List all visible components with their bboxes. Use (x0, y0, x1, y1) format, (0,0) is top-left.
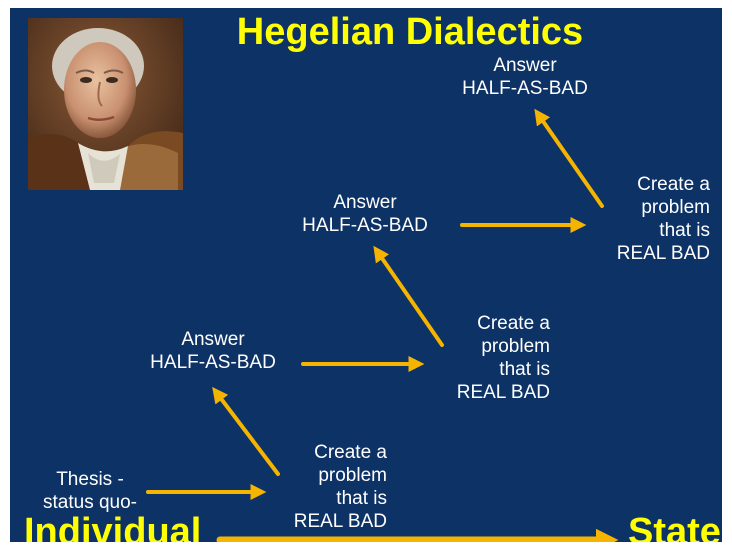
slide-title: Hegelian Dialectics (236, 11, 584, 53)
problem-1-line-3: that is (336, 488, 387, 509)
thesis-line-1: Thesis - (56, 469, 124, 490)
problem-1-line-2: problem (318, 465, 387, 486)
state-label: State (628, 511, 721, 542)
answer-3-line-2: HALF-AS-BAD (462, 78, 588, 99)
arrow-layer (146, 108, 619, 542)
answer-box-2: Answer HALF-AS-BAD (290, 191, 440, 237)
problem-box-1: Create a problem that is REAL BAD (272, 441, 387, 533)
problem-3-line-2: problem (641, 197, 710, 218)
problem-3-line-1: Create a (637, 174, 710, 195)
arrow-problem-3-to-answer-3 (534, 108, 604, 208)
answer-2-line-1: Answer (333, 192, 397, 213)
answer-box-3: Answer HALF-AS-BAD (450, 54, 600, 100)
answer-3-line-1: Answer (493, 55, 557, 76)
hegel-portrait-image (28, 18, 183, 190)
problem-3-line-4: REAL BAD (616, 243, 710, 264)
answer-box-1: Answer HALF-AS-BAD (138, 328, 288, 374)
individual-label: Individual (24, 511, 202, 542)
problem-2-line-4: REAL BAD (456, 382, 550, 403)
problem-2-line-2: problem (481, 336, 550, 357)
problem-2-line-3: that is (499, 359, 550, 380)
answer-1-line-1: Answer (181, 329, 245, 350)
thesis-line-2: status quo- (43, 492, 137, 513)
slide: Hegelian Dialectics (10, 8, 722, 542)
problem-box-3: Create a problem that is REAL BAD (595, 173, 710, 265)
problem-2-line-1: Create a (477, 313, 550, 334)
problem-box-2: Create a problem that is REAL BAD (435, 312, 550, 404)
problem-1-line-1: Create a (314, 442, 387, 463)
answer-1-line-2: HALF-AS-BAD (150, 352, 276, 373)
arrow-problem-1-to-answer-1 (212, 386, 280, 476)
thesis-label: Thesis - status quo- (20, 468, 160, 514)
problem-3-line-3: that is (659, 220, 710, 241)
answer-2-line-2: HALF-AS-BAD (302, 215, 428, 236)
arrow-problem-2-to-answer-2 (373, 245, 444, 347)
problem-1-line-4: REAL BAD (293, 511, 387, 532)
